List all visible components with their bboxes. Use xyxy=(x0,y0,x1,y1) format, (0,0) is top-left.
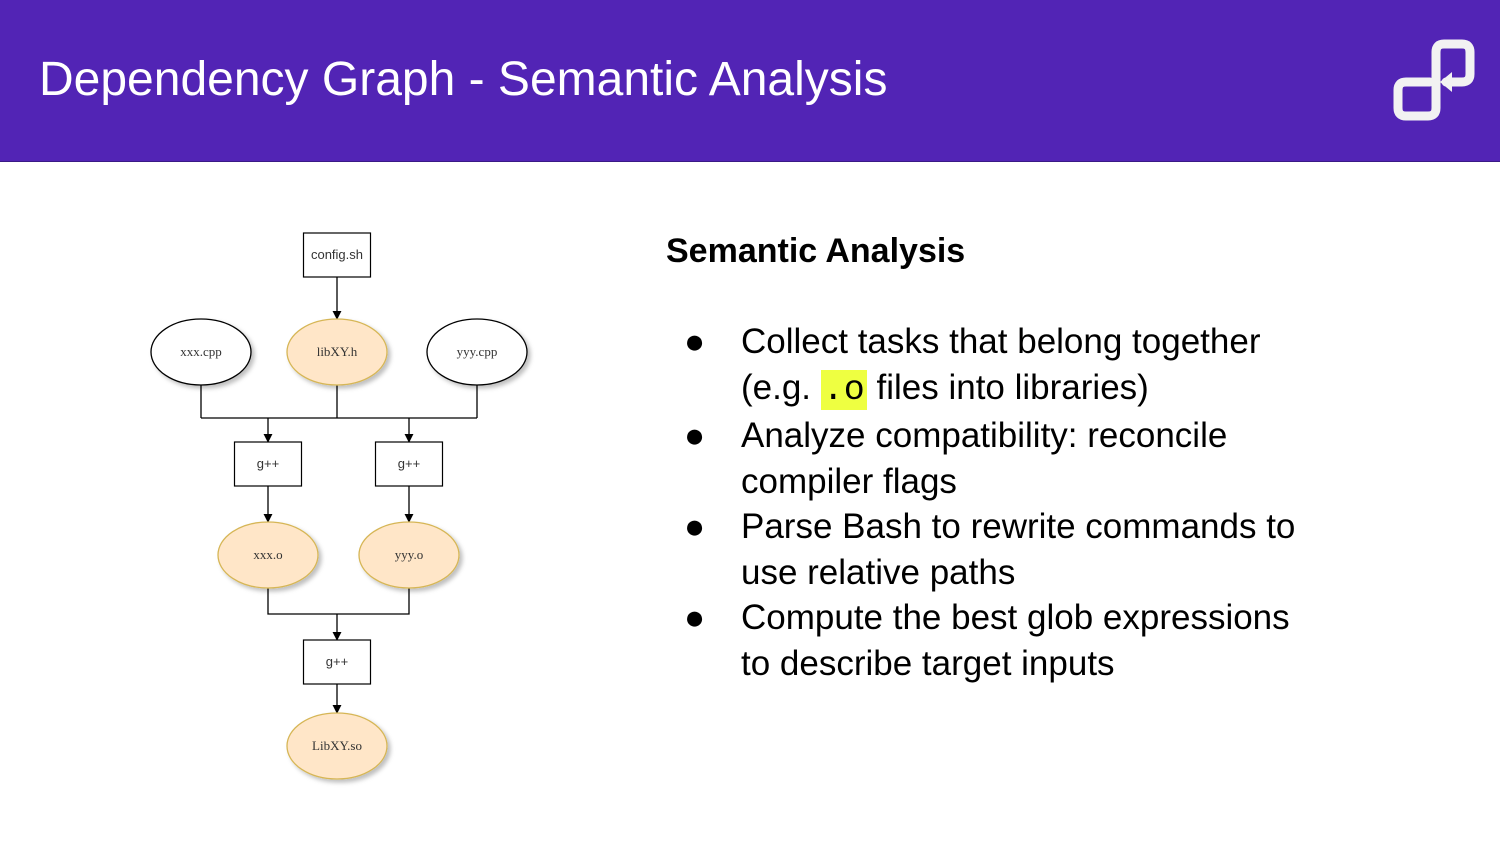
graph-node-libxy-h: libXY.h xyxy=(286,318,388,386)
bullet-text: files into libraries) xyxy=(866,367,1149,407)
bullet-icon: ● xyxy=(684,322,706,361)
graph-node-yyy-cpp: yyy.cpp xyxy=(426,318,528,386)
graph-node-gpp-1: g++ xyxy=(233,441,303,487)
inline-code-highlight: .o xyxy=(820,369,867,410)
node-label: yyy.o xyxy=(395,547,423,562)
node-ellipse xyxy=(358,521,460,589)
node-label: yyy.cpp xyxy=(457,344,498,359)
graph-node-gpp-3: g++ xyxy=(302,639,372,685)
bullet-item-analyze-compatibility: ● Analyze compatibility: reconcile compi… xyxy=(666,413,1306,504)
node-box xyxy=(302,639,372,685)
bullet-text: Compute the best glob expressions to des… xyxy=(741,598,1290,683)
node-label: LibXY.so xyxy=(312,738,362,753)
dependency-graph-diagram: config.sh xxx.cpp libXY.h yyy.cpp g++ g++ xxx.… xyxy=(150,232,528,780)
graph-edges xyxy=(200,277,478,714)
node-box xyxy=(302,232,372,278)
slide-title: Dependency Graph - Semantic Analysis xyxy=(39,53,888,106)
edge-objects-bus xyxy=(267,588,410,615)
section-heading: Semantic Analysis xyxy=(666,232,966,270)
node-box xyxy=(374,441,444,487)
loop-arrow-logo-icon xyxy=(1393,39,1475,121)
bullet-item-parse-bash: ● Parse Bash to rewrite commands to use … xyxy=(666,504,1306,595)
graph-node-config-sh: config.sh xyxy=(302,232,372,278)
node-ellipse xyxy=(217,521,319,589)
bullet-text: Collect tasks that belong together (e.g. xyxy=(741,322,1261,407)
node-label: xxx.cpp xyxy=(180,344,222,359)
graph-node-xxx-o: xxx.o xyxy=(217,521,319,589)
graph-node-yyy-o: yyy.o xyxy=(358,521,460,589)
node-label: xxx.o xyxy=(253,547,282,562)
node-box xyxy=(233,441,303,487)
bullet-icon: ● xyxy=(684,598,706,637)
graph-node-xxx-cpp: xxx.cpp xyxy=(150,318,252,386)
graph-node-gpp-2: g++ xyxy=(374,441,444,487)
bullet-icon: ● xyxy=(684,416,706,455)
node-label: g++ xyxy=(257,456,279,471)
node-label: config.sh xyxy=(311,247,363,262)
bullet-text: Parse Bash to rewrite commands to use re… xyxy=(741,507,1296,592)
node-ellipse xyxy=(426,318,528,386)
bullet-text: Analyze compatibility: reconcile compile… xyxy=(741,416,1228,501)
bullet-list: ● Collect tasks that belong together (e.… xyxy=(666,319,1306,686)
graph-node-libxy-so: LibXY.so xyxy=(286,712,388,780)
node-ellipse xyxy=(286,712,388,780)
graph-nodes: config.sh xxx.cpp libXY.h yyy.cpp g++ g++ xxx.… xyxy=(150,232,528,780)
node-label: libXY.h xyxy=(317,344,358,359)
node-label: g++ xyxy=(398,456,420,471)
bullet-icon: ● xyxy=(684,507,706,546)
bullet-item-collect-tasks: ● Collect tasks that belong together (e.… xyxy=(666,319,1306,413)
node-ellipse xyxy=(150,318,252,386)
node-ellipse xyxy=(286,318,388,386)
node-label: g++ xyxy=(326,654,348,669)
slide-header: Dependency Graph - Semantic Analysis xyxy=(0,0,1500,162)
bullet-item-compute-glob: ● Compute the best glob expressions to d… xyxy=(666,595,1306,686)
